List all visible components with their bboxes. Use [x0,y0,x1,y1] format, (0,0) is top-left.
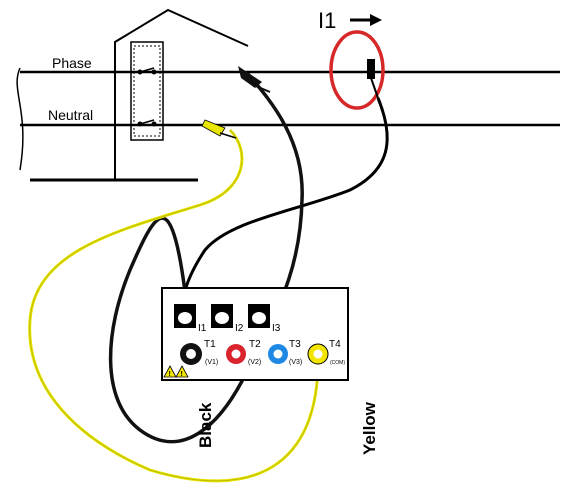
neutral-label: Neutral [48,107,93,123]
yellow-clip-icon [201,119,226,137]
current-probe-label: I1 [318,8,336,33]
black-lead-label: Black [196,402,215,448]
current-input-i1: I1 [174,304,207,334]
phase-label: Phase [52,55,92,71]
terminal-label: T2 [249,339,261,350]
house-panel [30,8,249,182]
black-clip-icon [238,66,262,88]
voltage-terminal-t2: T2 (V2) [226,339,261,366]
current-probe [180,30,389,331]
yellow-lead-label: Yellow [360,401,379,455]
terminal-sublabel: (V3) [289,359,302,366]
current-input-i3: I3 [248,304,281,334]
terminal-label: T4 [329,339,341,350]
voltage-terminal-t4: T4 (COM) [307,339,345,366]
terminal-label: T1 [204,339,216,350]
conductors [16,67,560,171]
svg-text:!: ! [169,371,171,378]
terminal-sublabel: (COM) [330,360,345,366]
current-input-label: I2 [235,323,244,334]
terminal-sublabel: (V1) [205,359,218,366]
current-input-label: I1 [198,323,207,334]
current-input-i2: I2 [211,304,244,334]
svg-text:!: ! [181,371,183,378]
current-input-label: I3 [272,323,281,334]
voltage-terminal-t3: T3 (V3) [268,339,302,366]
terminal-sublabel: (V2) [248,359,261,366]
voltage-terminal-t1: T1 (V1) [180,339,218,366]
black-lead [108,66,304,444]
warning-icon: ! [175,365,189,378]
current-loop [329,30,385,110]
current-direction-arrow-icon [350,14,382,26]
yellow-lead [28,119,320,483]
measurement-instrument: I1 I2 I3 T1 (V1) T2 (V2) T3 [161,287,349,381]
warning-icon: ! [163,365,177,378]
terminal-label: T3 [289,339,301,350]
